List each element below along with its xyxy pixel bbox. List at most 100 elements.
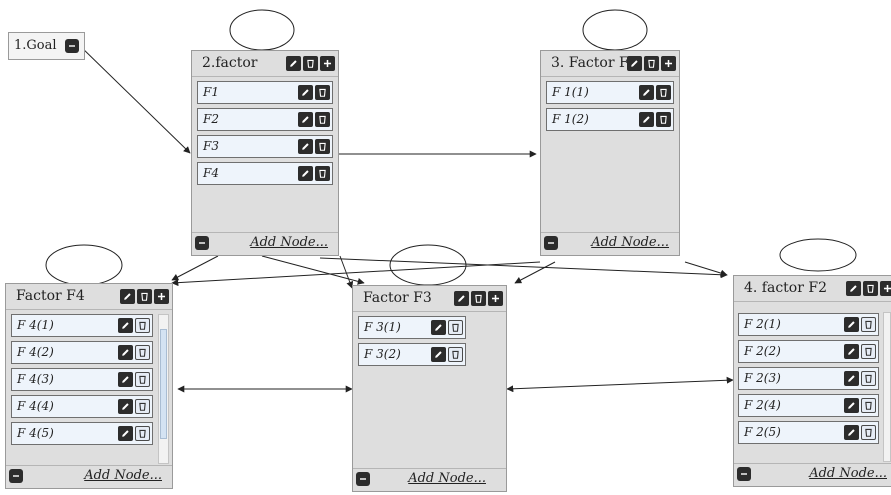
list-item[interactable]: F 1(1) [546, 81, 674, 104]
pencil-icon[interactable] [639, 85, 654, 100]
goal-node[interactable]: 1.Goal [8, 32, 85, 60]
trash-icon[interactable] [315, 166, 330, 181]
list-item[interactable]: F2 [197, 108, 333, 131]
list-item[interactable]: F 2(1) [738, 313, 879, 336]
pencil-icon[interactable] [120, 289, 135, 304]
node-factor-f4[interactable]: Factor F4 F 4(1) F 4(2) F 4(3) F 4(4) F … [5, 283, 173, 489]
vertical-scrollbar[interactable] [883, 312, 891, 462]
pencil-icon[interactable] [431, 320, 446, 335]
pencil-icon[interactable] [118, 399, 133, 414]
list-item[interactable]: F 4(2) [11, 341, 153, 364]
pencil-icon[interactable] [627, 56, 642, 71]
pencil-icon[interactable] [844, 398, 859, 413]
list-item[interactable]: F 3(1) [358, 316, 466, 339]
node-factor-f2[interactable]: 4. factor F2 F 2(1) F 2(2) F 2(3) F 2(4)… [733, 275, 891, 487]
item-label: F 2(4) [744, 398, 781, 412]
plus-icon[interactable] [154, 289, 169, 304]
trash-icon[interactable] [861, 344, 876, 359]
pencil-icon[interactable] [286, 56, 301, 71]
pencil-icon[interactable] [118, 426, 133, 441]
trash-icon[interactable] [471, 291, 486, 306]
plus-icon[interactable] [880, 281, 891, 296]
trash-icon[interactable] [861, 371, 876, 386]
trash-icon[interactable] [135, 399, 150, 414]
add-node-link[interactable]: Add Node... [250, 235, 328, 250]
pencil-icon[interactable] [431, 347, 446, 362]
add-node-link[interactable]: Add Node... [408, 471, 486, 486]
node-factor[interactable]: 2.factor F1 F2 F3 F4 Add Node... [191, 50, 339, 256]
node-factor-f3[interactable]: Factor F3 F 3(1) F 3(2) Add Node... [352, 285, 507, 492]
pencil-icon[interactable] [118, 318, 133, 333]
item-label: F 3(1) [364, 320, 401, 334]
trash-icon[interactable] [315, 139, 330, 154]
trash-icon[interactable] [303, 56, 318, 71]
scrollbar-thumb[interactable] [160, 329, 167, 439]
item-label: F 4(4) [17, 399, 54, 413]
collapse-minus-icon[interactable] [737, 467, 751, 481]
node-title: 2.factor [202, 55, 258, 71]
trash-icon[interactable] [656, 85, 671, 100]
item-label: F 2(5) [744, 425, 781, 439]
pencil-icon[interactable] [844, 317, 859, 332]
self-loop [229, 9, 295, 51]
trash-icon[interactable] [135, 372, 150, 387]
collapse-minus-icon[interactable] [9, 469, 23, 483]
add-node-link[interactable]: Add Node... [591, 235, 669, 250]
trash-icon[interactable] [861, 425, 876, 440]
trash-icon[interactable] [861, 398, 876, 413]
node-factor-f1[interactable]: 3. Factor F1 F 1(1) F 1(2) Add Node... [540, 50, 680, 256]
pencil-icon[interactable] [639, 112, 654, 127]
list-item[interactable]: F 2(2) [738, 340, 879, 363]
list-item[interactable]: F 4(3) [11, 368, 153, 391]
self-loop [389, 244, 467, 286]
list-item[interactable]: F1 [197, 81, 333, 104]
pencil-icon[interactable] [298, 166, 313, 181]
list-item[interactable]: F 4(4) [11, 395, 153, 418]
trash-icon[interactable] [861, 317, 876, 332]
trash-icon[interactable] [315, 85, 330, 100]
vertical-scrollbar[interactable] [158, 314, 169, 464]
node-title: 3. Factor F1 [551, 55, 638, 71]
pencil-icon[interactable] [298, 139, 313, 154]
list-item[interactable]: F3 [197, 135, 333, 158]
trash-icon[interactable] [656, 112, 671, 127]
trash-icon[interactable] [315, 112, 330, 127]
list-item[interactable]: F 3(2) [358, 343, 466, 366]
pencil-icon[interactable] [118, 345, 133, 360]
item-label: F3 [203, 139, 219, 153]
collapse-minus-icon[interactable] [65, 39, 79, 53]
list-item[interactable]: F 2(5) [738, 421, 879, 444]
plus-icon[interactable] [661, 56, 676, 71]
pencil-icon[interactable] [844, 371, 859, 386]
trash-icon[interactable] [135, 426, 150, 441]
trash-icon[interactable] [448, 347, 463, 362]
trash-icon[interactable] [448, 320, 463, 335]
list-item[interactable]: F4 [197, 162, 333, 185]
pencil-icon[interactable] [844, 344, 859, 359]
plus-icon[interactable] [320, 56, 335, 71]
trash-icon[interactable] [863, 281, 878, 296]
node-header: Factor F4 [6, 284, 172, 310]
trash-icon[interactable] [137, 289, 152, 304]
pencil-icon[interactable] [454, 291, 469, 306]
list-item[interactable]: F 4(5) [11, 422, 153, 445]
list-item[interactable]: F 1(2) [546, 108, 674, 131]
pencil-icon[interactable] [846, 281, 861, 296]
trash-icon[interactable] [135, 318, 150, 333]
list-item[interactable]: F 2(4) [738, 394, 879, 417]
collapse-minus-icon[interactable] [544, 236, 558, 250]
list-item[interactable]: F 4(1) [11, 314, 153, 337]
trash-icon[interactable] [135, 345, 150, 360]
collapse-minus-icon[interactable] [356, 472, 370, 486]
collapse-minus-icon[interactable] [195, 236, 209, 250]
self-loop [582, 9, 648, 51]
trash-icon[interactable] [644, 56, 659, 71]
pencil-icon[interactable] [844, 425, 859, 440]
pencil-icon[interactable] [118, 372, 133, 387]
add-node-link[interactable]: Add Node... [809, 466, 887, 481]
list-item[interactable]: F 2(3) [738, 367, 879, 390]
add-node-link[interactable]: Add Node... [84, 468, 162, 483]
pencil-icon[interactable] [298, 112, 313, 127]
plus-icon[interactable] [488, 291, 503, 306]
pencil-icon[interactable] [298, 85, 313, 100]
